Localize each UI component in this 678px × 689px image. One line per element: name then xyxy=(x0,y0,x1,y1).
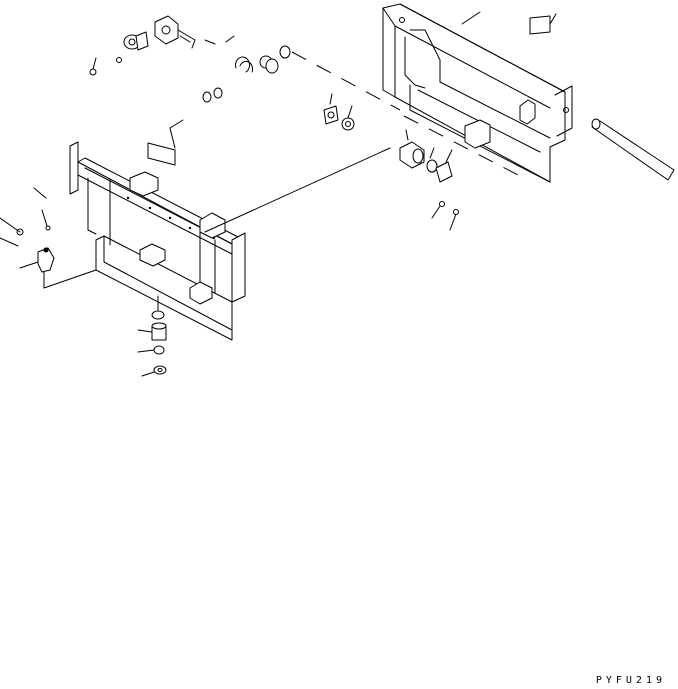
leader-line xyxy=(225,35,235,43)
o-ring xyxy=(279,45,291,59)
right-decal-plate xyxy=(529,13,557,35)
left-frame xyxy=(69,141,246,341)
pin-shaft xyxy=(591,118,675,181)
grease-fitting xyxy=(19,247,55,273)
figure-code: PYFU219 xyxy=(595,675,666,686)
collar xyxy=(259,55,279,74)
right-frame xyxy=(382,3,573,183)
leader-line xyxy=(204,39,216,45)
assembly-guide-line xyxy=(204,147,391,233)
assembly-guide-line xyxy=(291,51,401,111)
cylinder-rod-assembly xyxy=(154,15,196,49)
assembly-guide-line xyxy=(403,115,521,177)
snap-ring xyxy=(235,56,253,73)
left-decal-plate xyxy=(147,119,184,166)
roller-stack xyxy=(137,295,167,377)
assembly-guide-line xyxy=(43,269,97,289)
bolt xyxy=(89,57,122,76)
pin-bushing xyxy=(399,129,453,183)
leader-line xyxy=(461,11,481,25)
small-bolts-right xyxy=(431,201,459,231)
retaining-rings xyxy=(202,87,223,103)
bearing-plate xyxy=(323,93,355,131)
pivot-bushing xyxy=(123,31,149,51)
leader-line xyxy=(0,237,19,247)
left-bolts xyxy=(0,187,51,236)
